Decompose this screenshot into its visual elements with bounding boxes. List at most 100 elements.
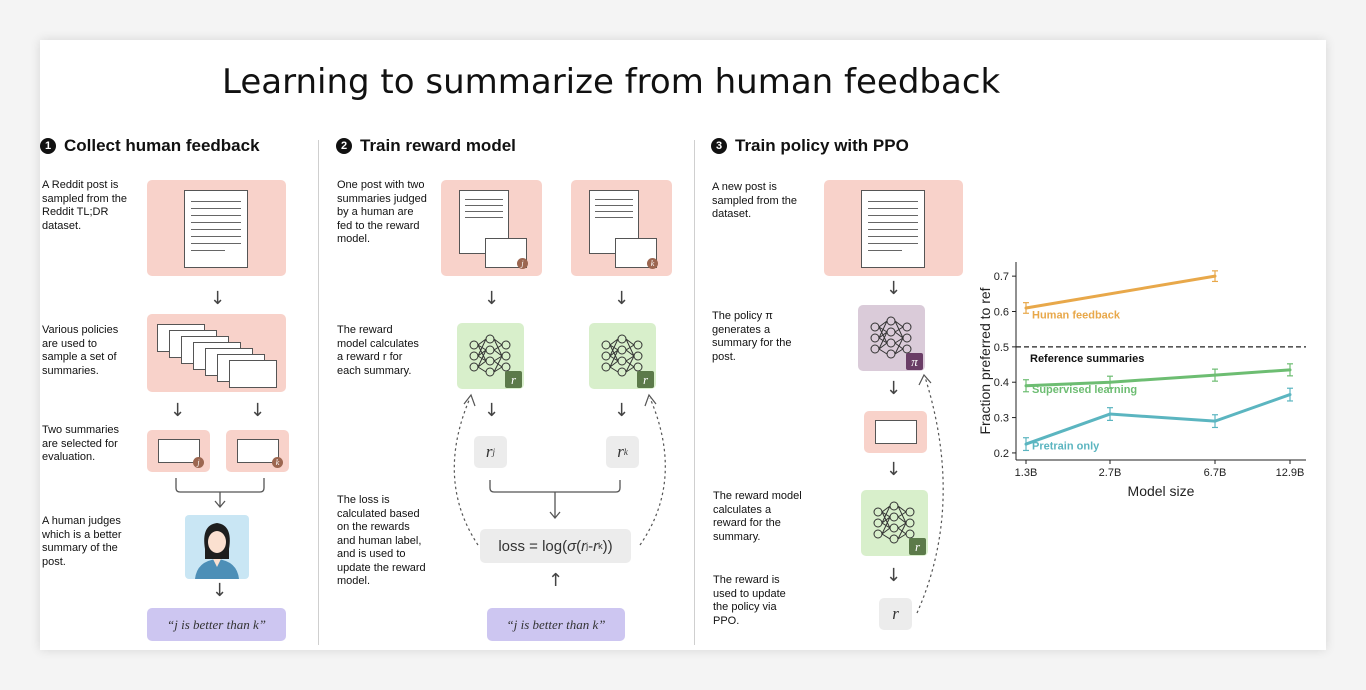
col3-reward-model: r <box>861 490 928 556</box>
y-tick-label: 0.4 <box>994 377 1009 389</box>
col1-summaries-box <box>147 314 286 392</box>
step-2-header: 2 Train reward model <box>336 136 516 156</box>
summary-j-card-icon <box>485 238 527 268</box>
person-icon <box>195 523 239 579</box>
step-2-number: 2 <box>336 138 352 154</box>
data-point <box>1213 274 1217 278</box>
col3-summary-box <box>864 411 927 453</box>
x-tick-label: 6.7B <box>1204 467 1227 479</box>
neural-network-icon <box>469 334 511 377</box>
loss-rj-subscript: j <box>586 541 589 551</box>
reward-r-tag: r <box>637 371 654 388</box>
col3-arrow-down-policy-icon: ↓ <box>886 278 902 299</box>
data-point <box>1213 419 1217 423</box>
data-point <box>1108 412 1112 416</box>
col3-post-box <box>824 180 963 276</box>
post-j-badge: j <box>517 258 528 269</box>
col2-merge-bracket <box>489 480 621 520</box>
col1-note-two-selected: Two summaries are selected for evaluatio… <box>42 424 120 463</box>
col2-arrow-down-right-icon: ↓ <box>614 288 630 309</box>
reward-rj-subscript: j <box>492 447 496 457</box>
data-point <box>1024 442 1028 446</box>
loss-prefix: loss = log( <box>498 537 568 555</box>
col2-arrow-down-rj-icon: ↓ <box>484 400 500 421</box>
reward-r-tag: r <box>909 538 926 555</box>
data-point <box>1108 380 1112 384</box>
series-label: Supervised learning <box>1032 384 1137 396</box>
series-line <box>1025 393 1291 446</box>
loss-close: )) <box>602 537 613 555</box>
reference-label: Reference summaries <box>1030 353 1144 365</box>
col1-merge-bracket <box>175 478 265 509</box>
data-point <box>1024 384 1028 388</box>
data-point <box>1024 306 1028 310</box>
col2-post-k-box: k <box>571 180 672 276</box>
col2-note-fed-to-model: One post with two summaries judged by a … <box>337 179 427 245</box>
reward-rk-subscript: k <box>623 447 628 457</box>
col3-arrow-down-r-icon: ↓ <box>886 565 902 586</box>
loss-minus: - <box>588 537 594 555</box>
reward-rj-symbol: r <box>485 442 493 461</box>
y-tick-label: 0.7 <box>994 271 1009 283</box>
col1-note-policies: Various policies are used to sample a se… <box>42 324 119 377</box>
neural-network-icon <box>601 334 643 377</box>
col3-reward-r-symbol: r <box>892 604 899 623</box>
col2-post-j-box: j <box>441 180 542 276</box>
series-line <box>1025 274 1216 310</box>
col3-policy-model: π <box>858 305 925 371</box>
summary-card-icon <box>229 360 277 388</box>
series-line <box>1025 368 1291 388</box>
col2-judgment-label: “j is better than k” <box>487 608 625 641</box>
post-k-badge: k <box>647 258 658 269</box>
col2-arrow-up-icon: ↑ <box>548 570 564 591</box>
step-1-number: 1 <box>40 138 56 154</box>
step-2-label: Train reward model <box>360 136 516 155</box>
loss-open: ( <box>576 537 582 555</box>
col3-reward-r-box: r <box>879 598 912 630</box>
col2-arrow-down-left-icon: ↓ <box>484 288 500 309</box>
step-3-label: Train policy with PPO <box>735 136 909 155</box>
y-tick-label: 0.3 <box>994 413 1009 425</box>
col2-note-reward-model: The reward model calculates a reward r f… <box>337 324 419 377</box>
col1-post-box <box>147 180 286 276</box>
data-point <box>1288 368 1292 372</box>
col3-arrow-down-summary-icon: ↓ <box>886 378 902 399</box>
col1-note-human-judges: A human judges which is a better summary… <box>42 515 122 568</box>
loss-rk: r <box>593 537 599 555</box>
data-point <box>1213 373 1217 377</box>
col1-arrow-down-left-icon: ↓ <box>170 400 186 421</box>
series-label: Pretrain only <box>1032 440 1100 452</box>
reward-rk-symbol: r <box>617 442 624 461</box>
human-labeler-avatar <box>185 515 249 579</box>
col3-note-new-post: A new post is sampled from the dataset. <box>712 181 797 220</box>
loss-rj: r <box>581 537 587 555</box>
x-tick-label: 12.9B <box>1276 467 1305 479</box>
col1-arrow-down-judgment-icon: ↓ <box>212 580 228 601</box>
step-3-number: 3 <box>711 138 727 154</box>
col3-note-update-policy: The reward is used to update the policy … <box>713 574 786 627</box>
step-3-header: 3 Train policy with PPO <box>711 136 909 156</box>
col3-note-policy: The policy π generates a summary for the… <box>712 310 792 363</box>
reward-r-tag: r <box>505 371 522 388</box>
column-divider-1 <box>318 140 319 645</box>
col2-arrow-down-rk-icon: ↓ <box>614 400 630 421</box>
loss-sigma: σ <box>567 537 577 555</box>
reddit-post-document-icon <box>184 190 248 268</box>
y-tick-label: 0.6 <box>994 307 1009 319</box>
loss-rk-subscript: k <box>598 541 603 551</box>
col3-feedback-dashed-arrow <box>916 373 944 614</box>
step-1-header: 1 Collect human feedback <box>40 136 260 156</box>
col2-note-loss: The loss is calculated based on the rewa… <box>337 494 426 587</box>
neural-network-icon <box>873 501 915 544</box>
y-tick-label: 0.2 <box>994 448 1009 460</box>
step-1-label: Collect human feedback <box>64 136 260 155</box>
series-label: Human feedback <box>1032 310 1121 322</box>
summary-j-badge: j <box>193 457 204 468</box>
col1-judgment-label: “j is better than k” <box>147 608 286 641</box>
col1-arrow-down-right-icon: ↓ <box>250 400 266 421</box>
col1-arrow-down-icon: ↓ <box>210 288 226 309</box>
col3-note-reward-model: The reward model calculates a reward for… <box>713 490 802 543</box>
